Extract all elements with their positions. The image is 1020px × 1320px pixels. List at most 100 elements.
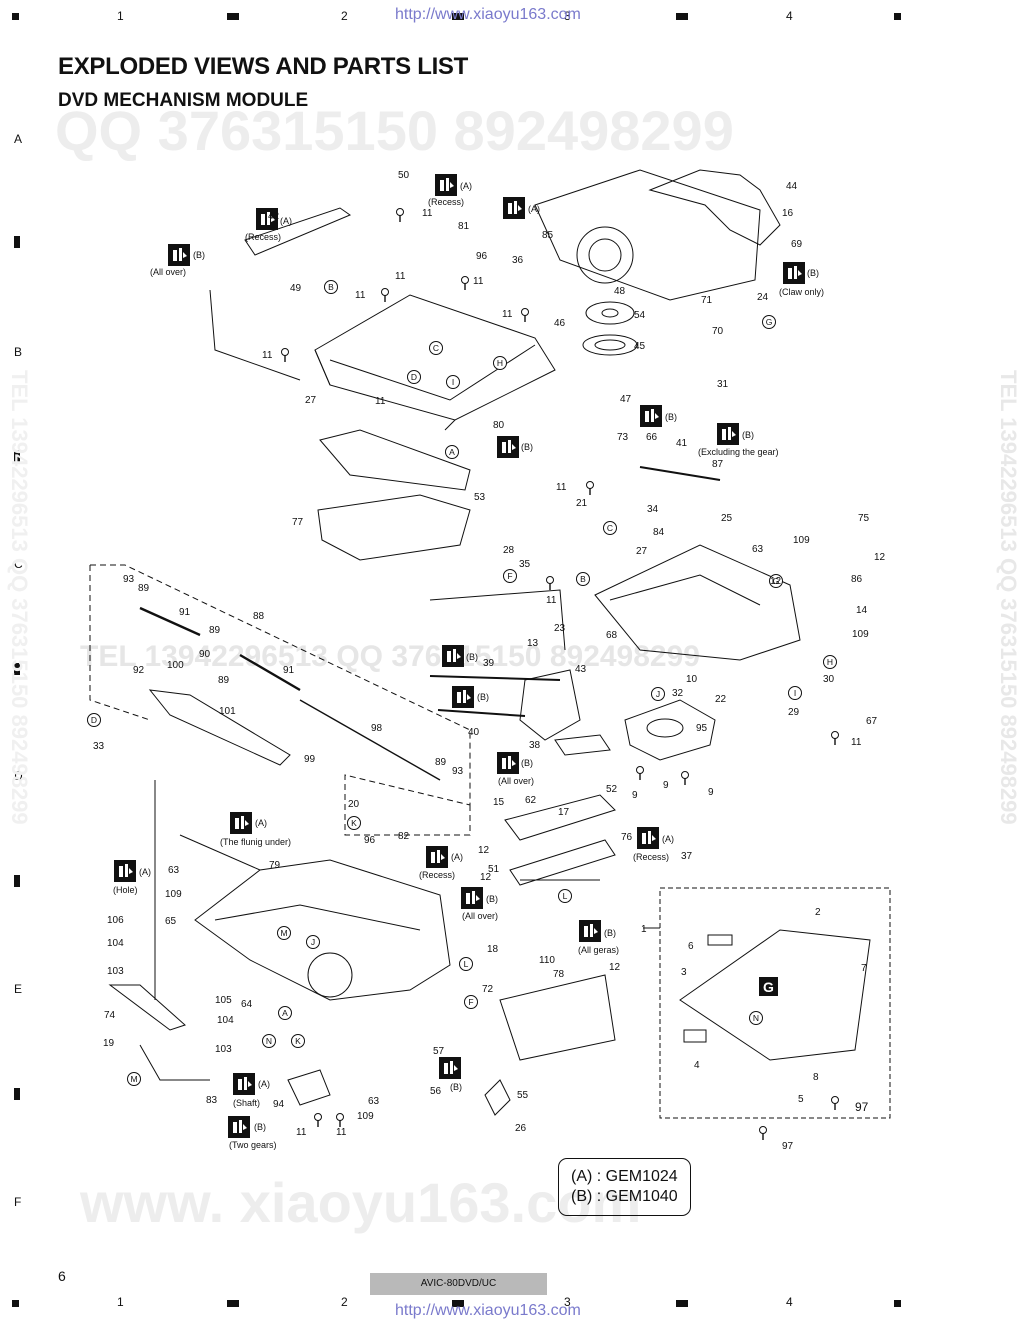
grease-tag: (A) (662, 834, 674, 844)
annotation-two-gears: (Two gears) (229, 1140, 277, 1150)
annotation-flunig-under: (The flunig under) (220, 837, 291, 847)
part-number-label: 37 (681, 851, 693, 862)
part-number-label: 94 (273, 1099, 285, 1110)
part-number-label: 68 (606, 630, 618, 641)
part-number-label: 97 (855, 1100, 869, 1114)
part-number-label: 93 (452, 766, 464, 777)
part-number-label: 27 (636, 546, 648, 557)
ruler-mark (676, 1300, 688, 1307)
source-url[interactable]: http://www.xiaoyu163.com (395, 1302, 581, 1319)
part-number-label: 104 (217, 1015, 234, 1026)
part-number-label: 12 (609, 962, 621, 973)
callout-circle (464, 995, 478, 1009)
part-number-label: 19 (103, 1038, 115, 1049)
part-number-label: 11 (851, 737, 862, 748)
part-number-label: 89 (138, 583, 150, 594)
part-number-label: 38 (529, 740, 541, 751)
column-number: 3 (564, 9, 571, 23)
part-number-label: 100 (167, 660, 184, 671)
callout-letter: F (468, 997, 473, 1007)
part-number-label: 11 (422, 208, 433, 219)
part-number-label: 106 (107, 915, 124, 926)
part-number-label: 36 (512, 255, 524, 266)
part-number-label: 92 (133, 665, 145, 676)
page-number: 6 (58, 1268, 66, 1284)
part-number-label: 31 (717, 379, 729, 390)
part-number-label: 63 (368, 1096, 380, 1107)
part-number-label: 2 (815, 907, 821, 918)
part-number-label: 24 (757, 292, 769, 303)
row-letter: F (14, 1195, 22, 1209)
part-number-label: 72 (482, 984, 494, 995)
part-number-label: 22 (715, 694, 727, 705)
corner-mark (894, 13, 901, 20)
part-number-label: 11 (262, 350, 273, 361)
part-number-label: 14 (856, 605, 868, 616)
part-number-label: 20 (348, 799, 360, 810)
grease-tag: (A) (258, 1079, 270, 1089)
row-mark (14, 236, 20, 248)
part-number-label: 85 (542, 230, 554, 241)
callout-letter: J (311, 937, 315, 947)
callout-circle (603, 521, 617, 535)
section-g-label: G (763, 979, 774, 995)
part-number-label: 15 (493, 797, 505, 808)
part-number-label: 105 (215, 995, 232, 1006)
part-number-label: 84 (653, 527, 665, 538)
part-number-label: 89 (435, 757, 447, 768)
annotation-all-over: (All over) (498, 776, 534, 786)
part-number-label: 28 (503, 545, 515, 556)
callout-circle (788, 686, 802, 700)
model-footer: AVIC-80DVD/UC (370, 1273, 547, 1295)
grease-legend: (A) : GEM1024 (B) : GEM1040 (558, 1158, 691, 1216)
annotation-recess: (Recess) (428, 197, 464, 207)
part-number-label: 52 (606, 784, 618, 795)
part-number-label: 109 (357, 1111, 374, 1122)
callout-letter: F (507, 571, 512, 581)
corner-mark (12, 13, 19, 20)
part-number-label: 42 (268, 211, 280, 222)
part-number-label: 1 (641, 924, 647, 935)
callout-circle (278, 1006, 292, 1020)
part-number-label: 95 (696, 723, 708, 734)
callout-circle (306, 935, 320, 949)
part-number-label: 48 (614, 286, 626, 297)
part-number-label: 109 (165, 889, 182, 900)
row-mark (14, 1088, 20, 1100)
part-number-label: 109 (793, 535, 810, 546)
part-number-label: 18 (487, 944, 499, 955)
row-letter: C (14, 557, 23, 571)
part-number-label: 109 (852, 629, 869, 640)
grease-tag: (B) (193, 250, 205, 260)
grease-tag: (B) (254, 1122, 266, 1132)
grease-tag: (A) (460, 181, 472, 191)
part-number-label: 13 (527, 638, 539, 649)
part-number-label: 25 (721, 513, 733, 524)
part-number-label: 16 (782, 208, 794, 219)
legend-line-a: (A) : GEM1024 (571, 1168, 678, 1185)
source-url[interactable]: http://www.xiaoyu163.com (395, 6, 581, 23)
annotation-hole: (Hole) (113, 885, 138, 895)
ruler-mark (452, 1300, 464, 1307)
callout-letter: A (449, 447, 455, 457)
part-number-label: 55 (517, 1090, 529, 1101)
callout-letter: I (794, 688, 796, 698)
callout-circle (576, 572, 590, 586)
part-number-label: 43 (575, 664, 587, 675)
callout-circle (762, 315, 776, 329)
part-number-label: 74 (104, 1010, 116, 1021)
annotation-claw-only: (Claw only) (779, 287, 824, 297)
part-number-label: 9 (708, 787, 714, 798)
part-number-label: 71 (701, 295, 713, 306)
callout-circle (749, 1011, 763, 1025)
row-letter: A (14, 132, 23, 146)
part-number-label: 75 (858, 513, 870, 524)
part-number-label: 91 (179, 607, 191, 618)
callout-letter: G (773, 576, 780, 586)
callout-circle (445, 445, 459, 459)
part-number-label: 11 (546, 595, 557, 606)
part-number-label: 9 (663, 780, 669, 791)
part-number-label: 51 (488, 864, 500, 875)
annotation-shaft: (Shaft) (233, 1098, 260, 1108)
